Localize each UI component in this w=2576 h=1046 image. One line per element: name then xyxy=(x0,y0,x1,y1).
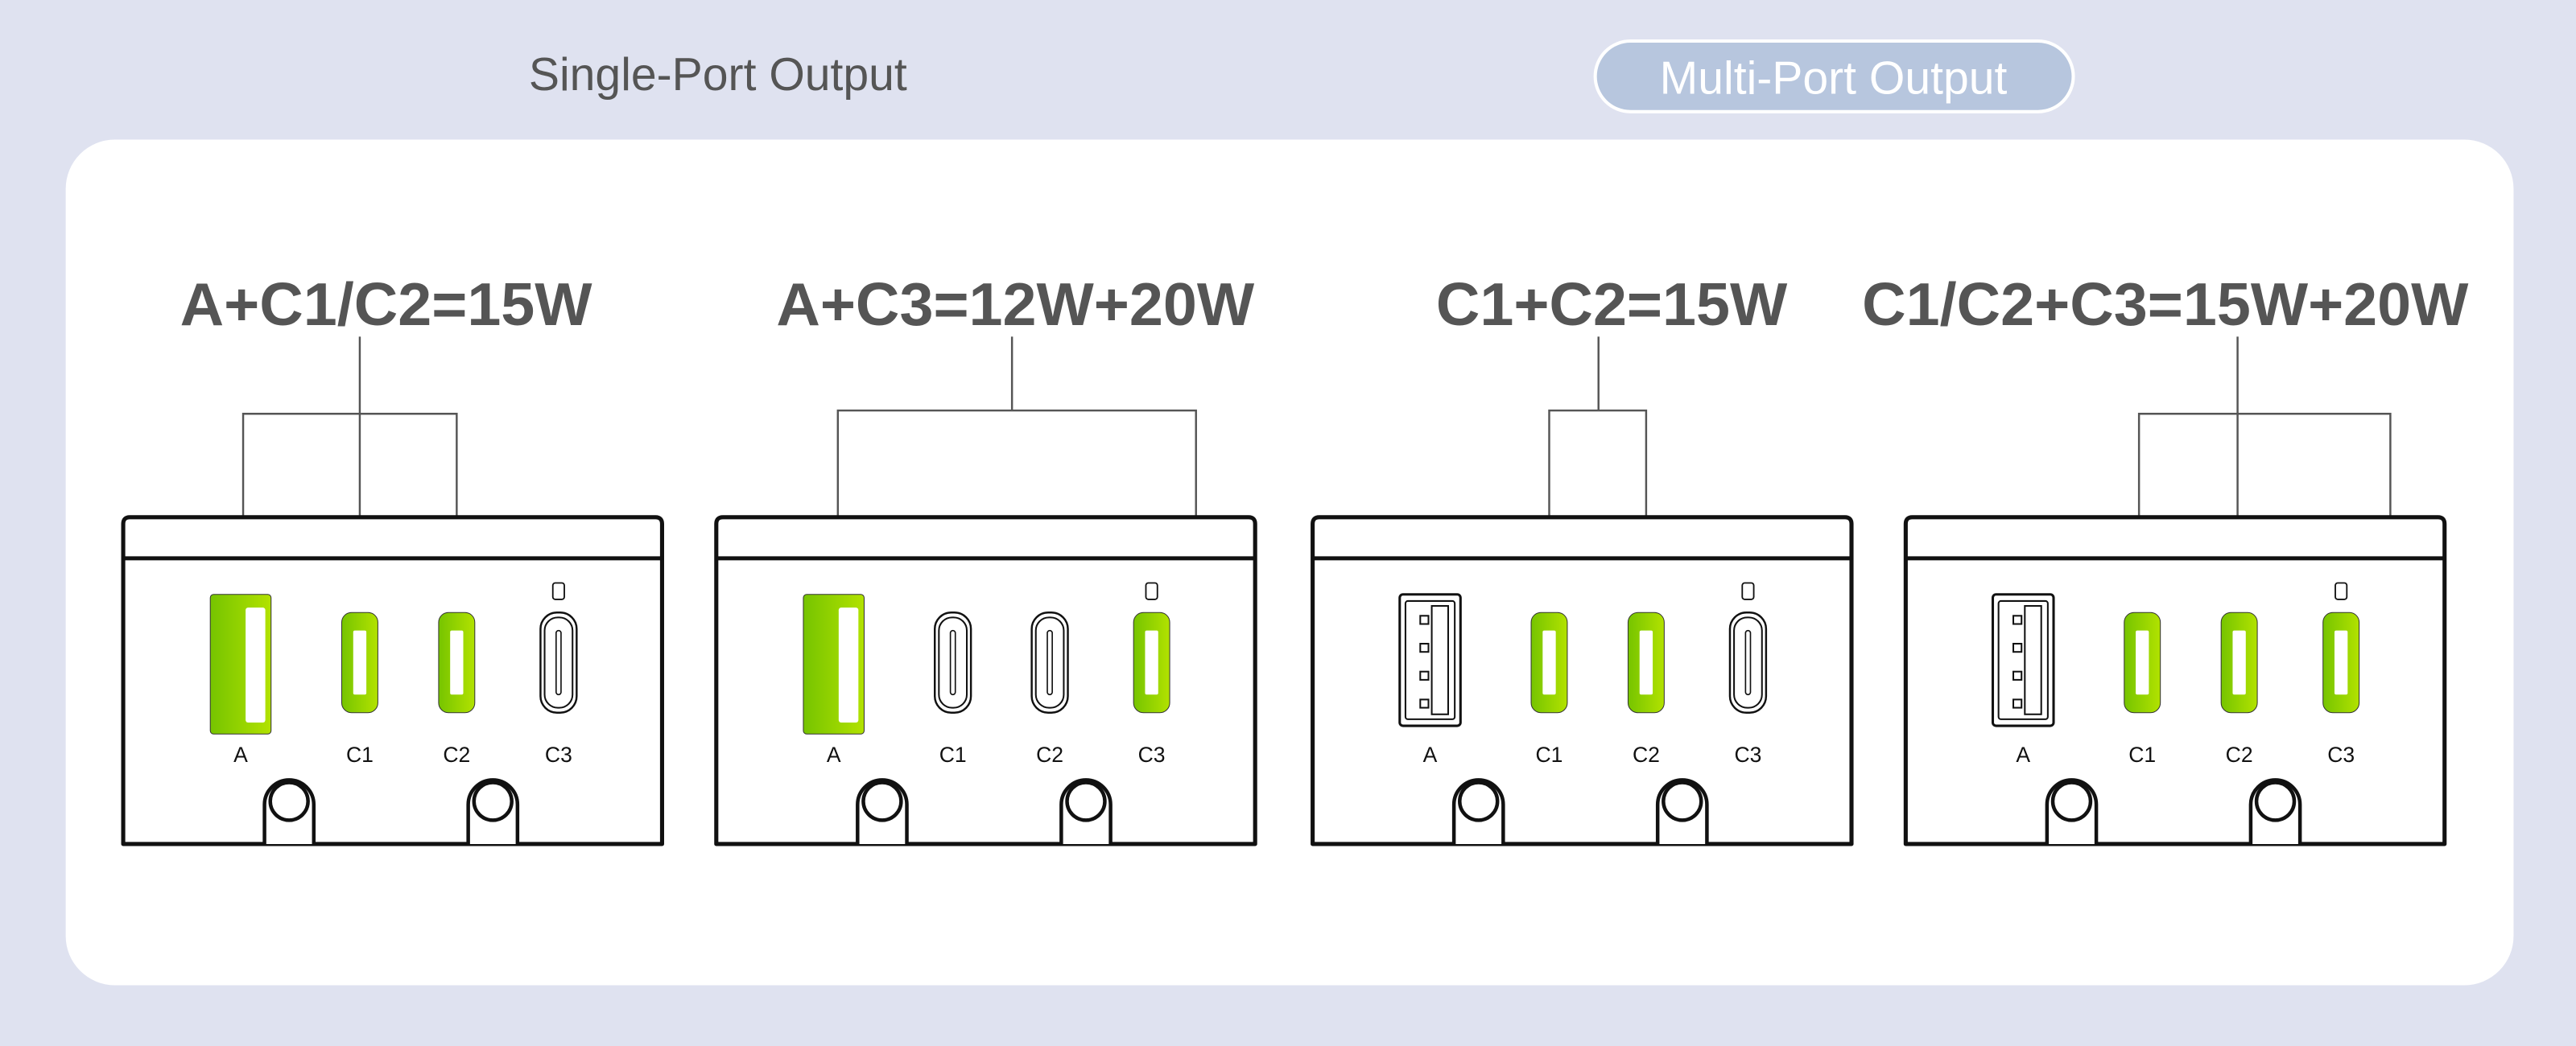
charger-body xyxy=(714,515,1257,846)
usb-c-port-icon xyxy=(1728,612,1768,714)
combination-title: A+C1/C2=15W xyxy=(180,271,593,339)
combination-title: C1+C2=15W xyxy=(1436,271,1788,339)
port-label: C1 xyxy=(346,743,374,767)
port-c3-active: C3 xyxy=(2322,582,2360,767)
prong-icon xyxy=(262,778,316,844)
prong-icon xyxy=(466,778,520,844)
multi-port-output-tab[interactable]: Multi-Port Output xyxy=(1593,39,2075,113)
port-label: C1 xyxy=(2128,743,2156,767)
port-c2-active: C2 xyxy=(1627,612,1665,767)
port-label: C3 xyxy=(545,743,572,767)
port-c3-inactive: C3 xyxy=(539,582,578,767)
connector-line xyxy=(1548,336,1648,613)
port-label: C3 xyxy=(1734,743,1761,767)
port-label: C2 xyxy=(1036,743,1063,767)
phone-icon xyxy=(1145,582,1158,600)
phone-icon xyxy=(1741,582,1755,600)
port-c3-inactive: C3 xyxy=(1728,582,1768,767)
port-c1-active: C1 xyxy=(341,612,378,767)
port-c2-active: C2 xyxy=(438,612,476,767)
usb-c-port-icon xyxy=(1030,612,1069,714)
usb-c-port-icon xyxy=(934,612,972,714)
prong-icon xyxy=(856,778,909,844)
prong-icon xyxy=(1451,778,1505,844)
multi-port-pill[interactable] xyxy=(1593,39,2075,113)
port-label: C2 xyxy=(443,743,470,767)
combination-title: C1/C2+C3=15W+20W xyxy=(1862,271,2469,339)
phone-icon xyxy=(2334,582,2348,600)
charger-diagram-4: C1/C2+C3=15W+20W A C1 C2 C3 xyxy=(1862,271,2469,846)
charger-body xyxy=(1311,515,1854,846)
charger-body xyxy=(121,515,664,846)
port-label: C1 xyxy=(1536,743,1563,767)
port-label: A xyxy=(2016,743,2030,767)
port-a-active: A xyxy=(209,594,272,767)
phone-icon xyxy=(551,582,565,600)
prong-icon xyxy=(1655,778,1709,844)
port-label: C2 xyxy=(1633,743,1660,767)
single-port-output-tab[interactable]: Single-Port Output xyxy=(529,49,907,101)
port-a-active: A xyxy=(803,594,865,767)
port-c1-inactive: C1 xyxy=(934,612,972,767)
charger-diagram-3: C1+C2=15W A C1 C2 C3 xyxy=(1311,271,1854,846)
port-c1-active: C1 xyxy=(1530,612,1568,767)
usb-a-port-icon xyxy=(1398,593,1462,727)
port-c1-active: C1 xyxy=(2124,612,2161,767)
port-c3-active: C3 xyxy=(1133,582,1170,767)
port-a-inactive: A xyxy=(1398,593,1462,767)
charger-diagram-1: A+C1/C2=15W A C1 C2 C3 xyxy=(121,271,664,846)
port-label: A xyxy=(827,743,841,767)
port-label: C3 xyxy=(1138,743,1166,767)
port-c2-inactive: C2 xyxy=(1030,612,1069,767)
usb-c-port-icon xyxy=(539,612,578,714)
usb-a-port-icon xyxy=(1991,593,2055,727)
prong-icon xyxy=(2248,778,2302,844)
port-c2-active: C2 xyxy=(2220,612,2258,767)
port-label: A xyxy=(233,743,248,767)
port-label: C2 xyxy=(2226,743,2253,767)
port-a-inactive: A xyxy=(1991,593,2055,767)
combination-title: A+C3=12W+20W xyxy=(776,271,1255,339)
content-panel xyxy=(65,139,2514,986)
port-label: A xyxy=(1423,743,1438,767)
port-label: C1 xyxy=(939,743,967,767)
port-label: C3 xyxy=(2327,743,2355,767)
prong-icon xyxy=(1059,778,1113,844)
prong-icon xyxy=(2045,778,2099,844)
charger-body xyxy=(1903,515,2447,846)
multi-port-output-label[interactable]: Multi-Port Output xyxy=(1660,52,2008,104)
charger-diagram-2: A+C3=12W+20W A C1 C2 C3 xyxy=(714,271,1257,846)
